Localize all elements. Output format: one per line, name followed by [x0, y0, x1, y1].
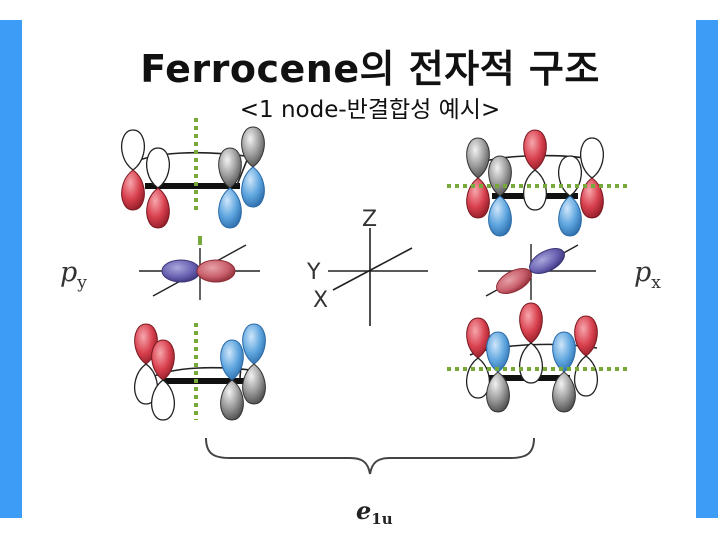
- lower-right-cp-ring: [447, 302, 628, 413]
- py-label: py: [60, 257, 87, 293]
- slide-subtitle: <1 node-반결합성 예시>: [239, 97, 501, 123]
- p-lobe: [558, 195, 582, 237]
- x-axis-label: X: [313, 288, 328, 313]
- p-lobe: [241, 126, 265, 168]
- p-lobe: [519, 342, 543, 384]
- upper-left-cp-ring: [121, 118, 265, 229]
- p-lobe: [151, 339, 175, 381]
- p-lobe: [529, 247, 565, 275]
- p-lobe: [121, 129, 145, 171]
- p-lobe: [146, 147, 170, 189]
- p-lobe: [558, 155, 582, 197]
- lower-left-cp-ring: [134, 323, 266, 421]
- p-lobe: [519, 302, 543, 344]
- p-lobe: [220, 379, 244, 421]
- coordinate-axes: Z Y X: [306, 207, 428, 326]
- p-lobe: [242, 323, 266, 365]
- slide-title: Ferrocene의 전자적 구조: [140, 47, 600, 91]
- p-lobe: [466, 317, 490, 359]
- p-lobe: [488, 155, 512, 197]
- p-lobe: [146, 187, 170, 229]
- p-lobe: [121, 169, 145, 211]
- p-lobe: [580, 137, 604, 179]
- p-lobe: [466, 137, 490, 179]
- p-lobe: [523, 169, 547, 211]
- grouping-brace: [205, 437, 535, 475]
- p-lobe: [466, 177, 490, 219]
- left-accent-bar: [0, 20, 22, 518]
- p-lobe: [241, 166, 265, 208]
- p-lobe: [552, 331, 576, 373]
- p-lobe: [496, 267, 532, 295]
- metal-px-orbital: [478, 244, 596, 300]
- px-label: px: [634, 257, 661, 293]
- p-lobe: [466, 357, 490, 399]
- p-lobe: [574, 315, 598, 357]
- p-lobe: [523, 129, 547, 171]
- p-lobe: [488, 195, 512, 237]
- z-axis-label: Z: [362, 207, 377, 232]
- y-axis-label: Y: [306, 260, 321, 285]
- right-accent-bar: [696, 20, 718, 518]
- p-lobe: [218, 187, 242, 229]
- upper-right-cp-ring: [447, 129, 628, 237]
- p-lobe: [161, 259, 201, 283]
- p-lobe: [196, 259, 236, 283]
- symmetry-label-e1u: e1u: [356, 496, 393, 528]
- metal-py-orbital: [139, 236, 260, 300]
- p-lobe: [486, 331, 510, 373]
- p-lobe: [574, 355, 598, 397]
